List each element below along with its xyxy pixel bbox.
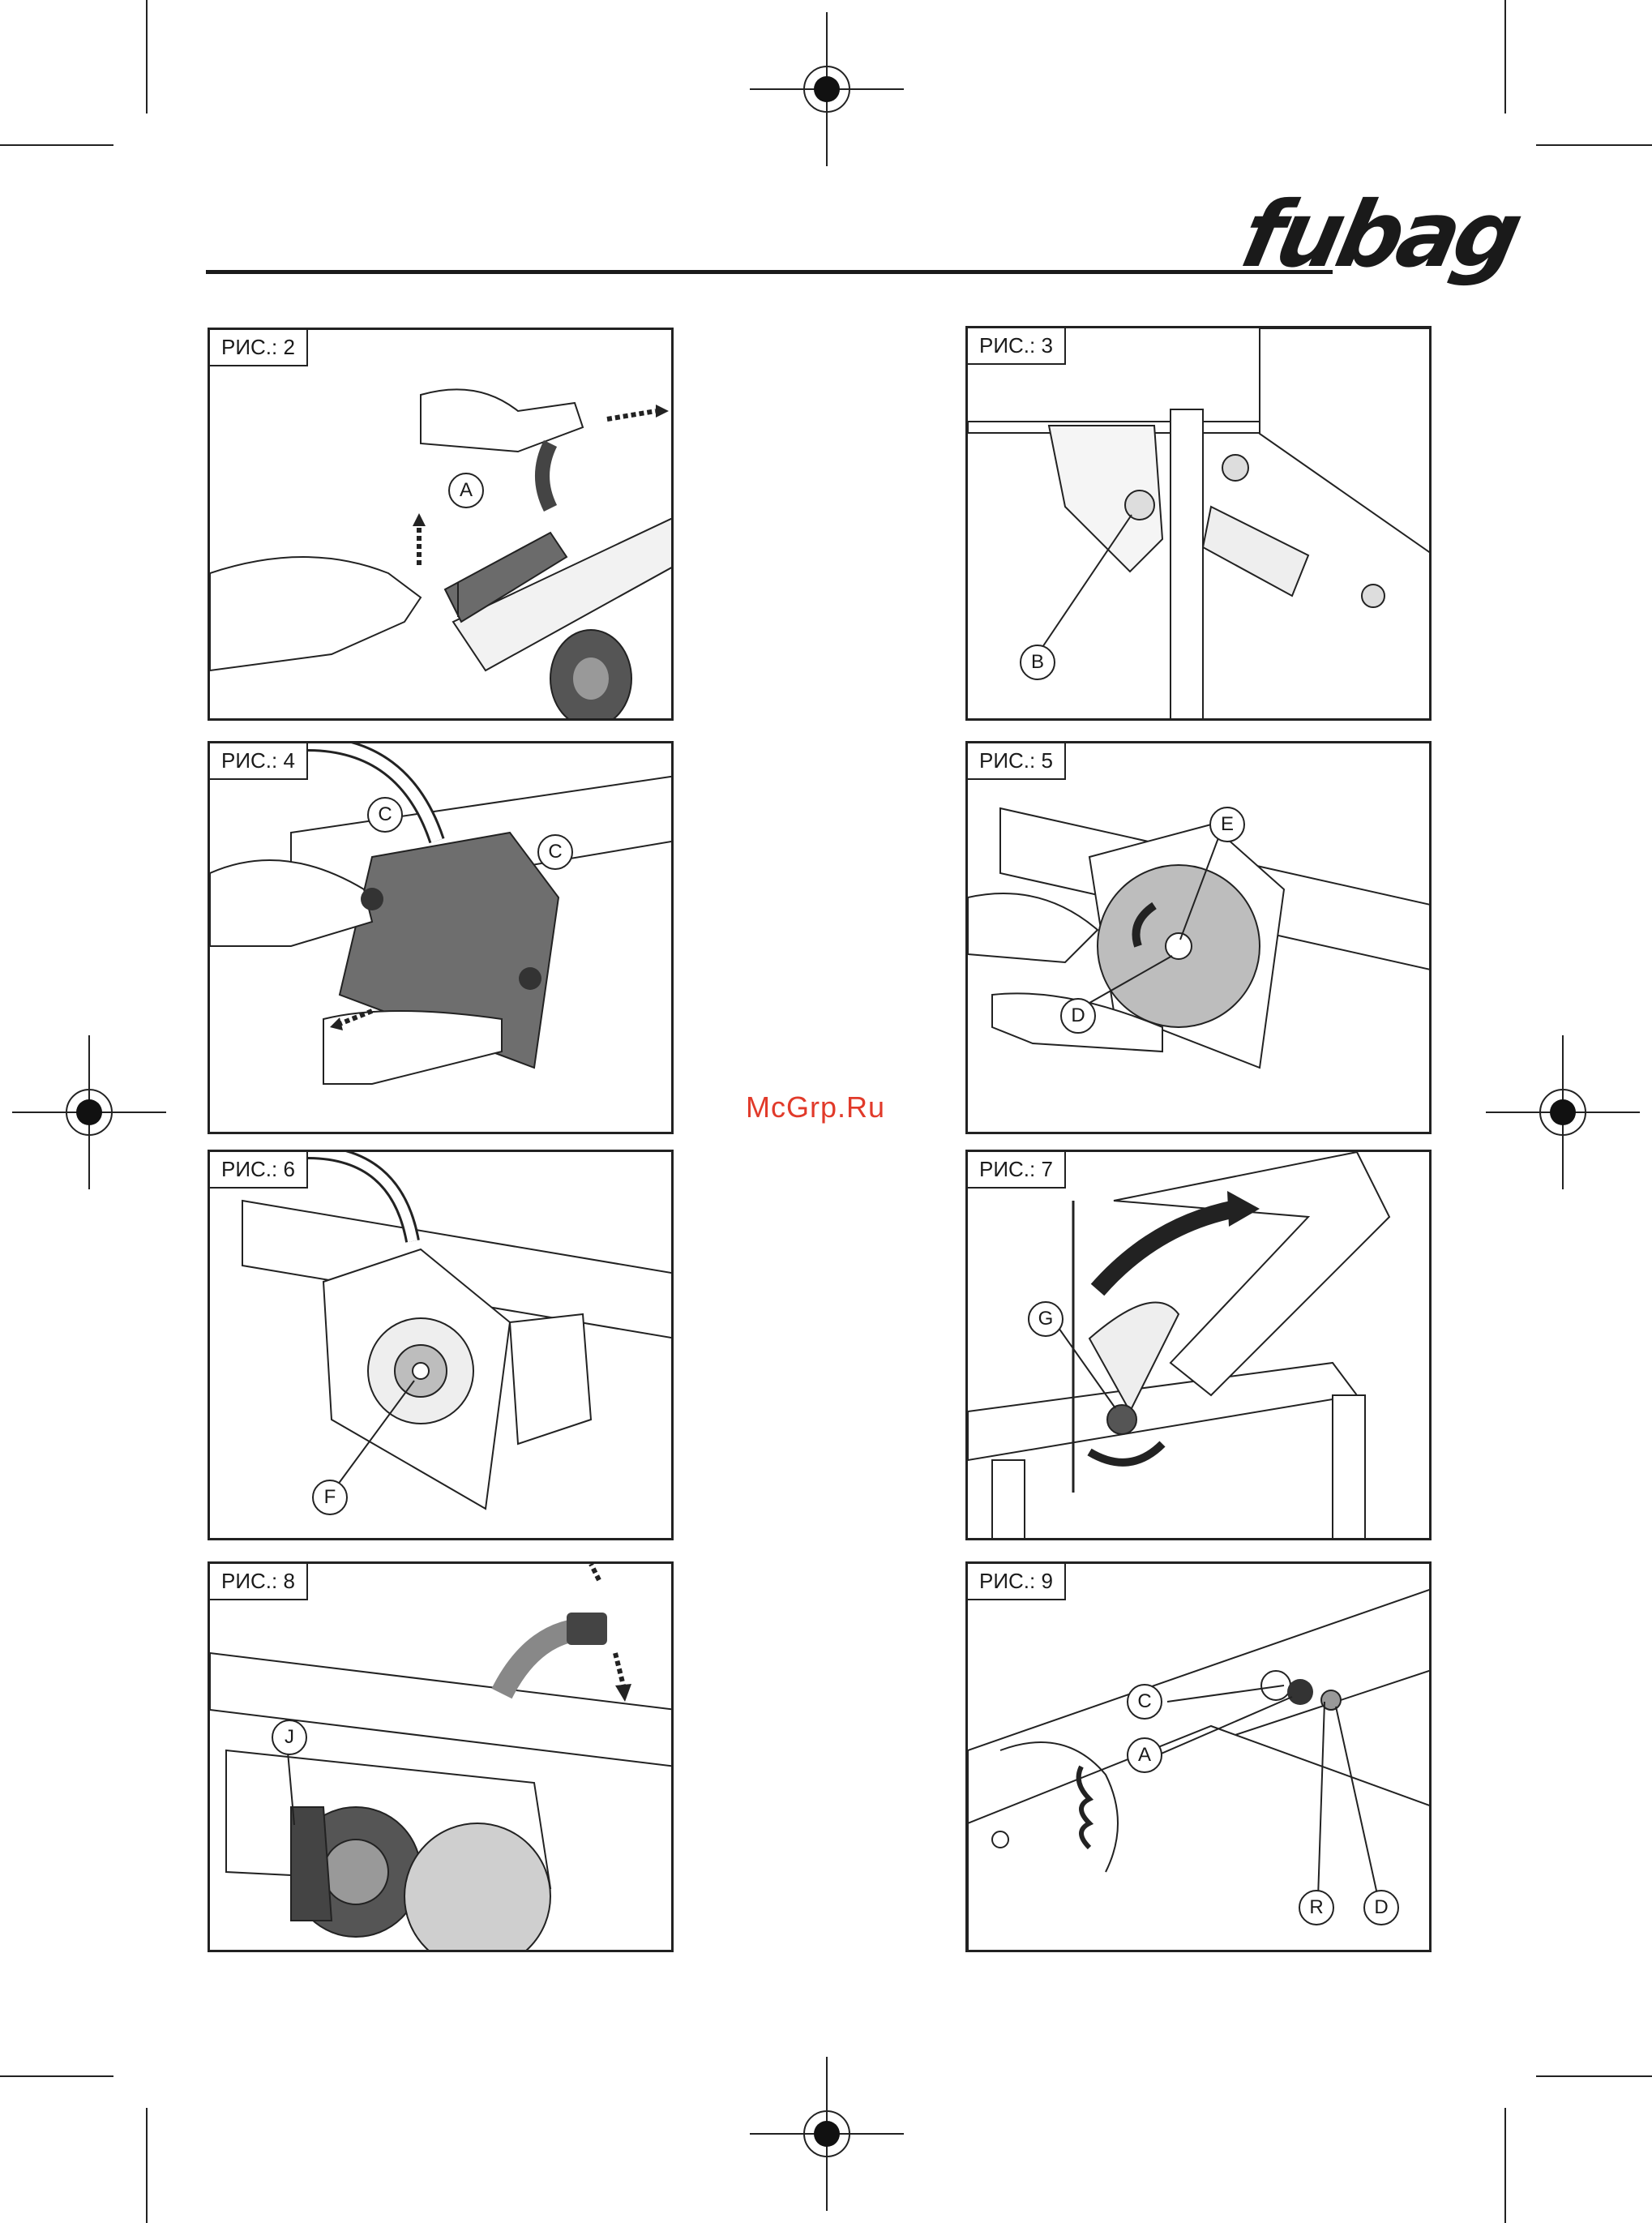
figure-label: РИС.: 8: [210, 1564, 308, 1600]
figure-7: РИС.: 7 G: [965, 1150, 1432, 1540]
header-rule: [206, 270, 1333, 274]
figure-6-illustration: [210, 1152, 674, 1540]
crop-mark: [0, 144, 113, 146]
callout-b: B: [1020, 645, 1055, 680]
figure-8-illustration: [210, 1564, 674, 1952]
figure-5: РИС.: 5 E D: [965, 741, 1432, 1134]
watermark-text: McGrp.Ru: [746, 1090, 924, 1131]
figure-9-illustration: [968, 1564, 1432, 1952]
figure-label: РИС.: 2: [210, 330, 308, 366]
figure-4-illustration: [210, 743, 674, 1134]
crop-mark: [0, 2075, 113, 2077]
figure-5-illustration: [968, 743, 1432, 1134]
crop-mark: [1536, 2075, 1652, 2077]
crop-mark: [146, 2108, 148, 2223]
callout-c: C: [537, 834, 573, 870]
figure-4: РИС.: 4 C C: [208, 741, 674, 1134]
crop-mark: [1536, 144, 1652, 146]
callout-e: E: [1209, 807, 1245, 842]
callout-j: J: [272, 1720, 307, 1755]
callout-a: A: [1127, 1737, 1162, 1773]
figure-label: РИС.: 6: [210, 1152, 308, 1189]
callout-d: D: [1060, 998, 1096, 1034]
callout-c: C: [1127, 1684, 1162, 1720]
registration-mark-bottom: [746, 2053, 908, 2215]
figure-label: РИС.: 9: [968, 1564, 1066, 1600]
figure-9: РИС.: 9 C A R D: [965, 1561, 1432, 1952]
callout-r: R: [1299, 1890, 1334, 1925]
figure-6: РИС.: 6 F: [208, 1150, 674, 1540]
figure-2: РИС.: 2 A: [208, 328, 674, 721]
callout-c: C: [367, 797, 403, 833]
callout-g: G: [1028, 1301, 1064, 1337]
registration-mark-right: [1482, 1031, 1644, 1193]
registration-mark-left: [8, 1031, 170, 1193]
callout-f: F: [312, 1480, 348, 1515]
callout-d: D: [1363, 1890, 1399, 1925]
figure-2-illustration: [210, 330, 674, 721]
figure-label: РИС.: 4: [210, 743, 308, 780]
registration-mark-top: [746, 8, 908, 170]
figure-label: РИС.: 7: [968, 1152, 1066, 1189]
callout-a: A: [448, 473, 484, 508]
crop-mark: [1504, 2108, 1506, 2223]
crop-mark: [1504, 0, 1506, 114]
figure-3: РИС.: 3 B: [965, 326, 1432, 721]
figure-label: РИС.: 5: [968, 743, 1066, 780]
crop-mark: [146, 0, 148, 114]
figure-8: РИС.: 8 J: [208, 1561, 674, 1952]
figure-7-illustration: [968, 1152, 1432, 1540]
figure-label: РИС.: 3: [968, 328, 1066, 365]
